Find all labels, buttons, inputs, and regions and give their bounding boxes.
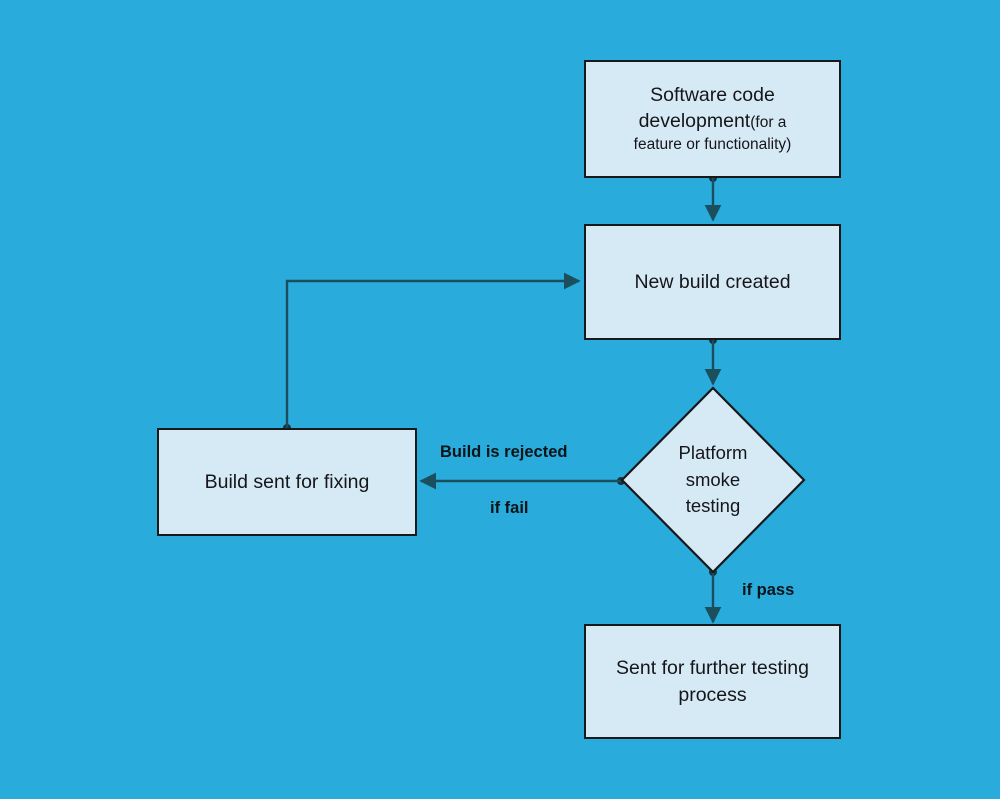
node-build-sent-for-fixing-label: Build sent for fixing — [204, 470, 370, 493]
node-platform-smoke-testing[interactable]: Platform smoke testing — [620, 386, 806, 574]
node-label-line-2: process — [678, 683, 747, 706]
node-sent-for-further-testing-label: Sent for further testing process — [606, 655, 819, 708]
diamond-label-line-3: testing — [685, 495, 741, 517]
diamond-shape — [620, 386, 806, 574]
diamond-label-line-1: Platform — [678, 441, 748, 463]
edge-label-build-is-rejected: Build is rejected — [440, 443, 568, 461]
node-label-line-1: Software code — [650, 83, 775, 106]
node-build-sent-for-fixing[interactable]: Build sent for fixing — [157, 428, 417, 536]
connector-smoke-testing-to-further-testing — [704, 568, 722, 624]
connector-smoke-testing-to-build-fixing — [419, 472, 625, 490]
node-label-line-2-suffix: (for a — [750, 114, 787, 132]
node-software-code-development[interactable]: Software code development(for a feature … — [584, 60, 841, 178]
node-label-line-1: Sent for further testing — [616, 657, 809, 680]
connector-new-build-to-smoke-testing — [704, 336, 722, 386]
node-label-line-2: development — [638, 110, 751, 133]
node-software-code-development-label: Software code development(for a feature … — [624, 82, 802, 157]
node-sent-for-further-testing[interactable]: Sent for further testing process — [584, 624, 841, 739]
edge-label-if-pass: if pass — [742, 581, 795, 599]
node-platform-smoke-testing-label: Platform smoke testing — [620, 386, 806, 574]
connector-development-to-new-build — [704, 174, 722, 222]
node-label-line-3: feature or functionality) — [633, 136, 792, 154]
edge-label-if-fail: if fail — [490, 499, 529, 517]
node-new-build-created-label: New build created — [634, 270, 791, 293]
diamond-label-line-2: smoke — [685, 468, 741, 490]
node-new-build-created[interactable]: New build created — [584, 224, 841, 340]
connector-build-fixing-to-new-build — [283, 272, 581, 432]
